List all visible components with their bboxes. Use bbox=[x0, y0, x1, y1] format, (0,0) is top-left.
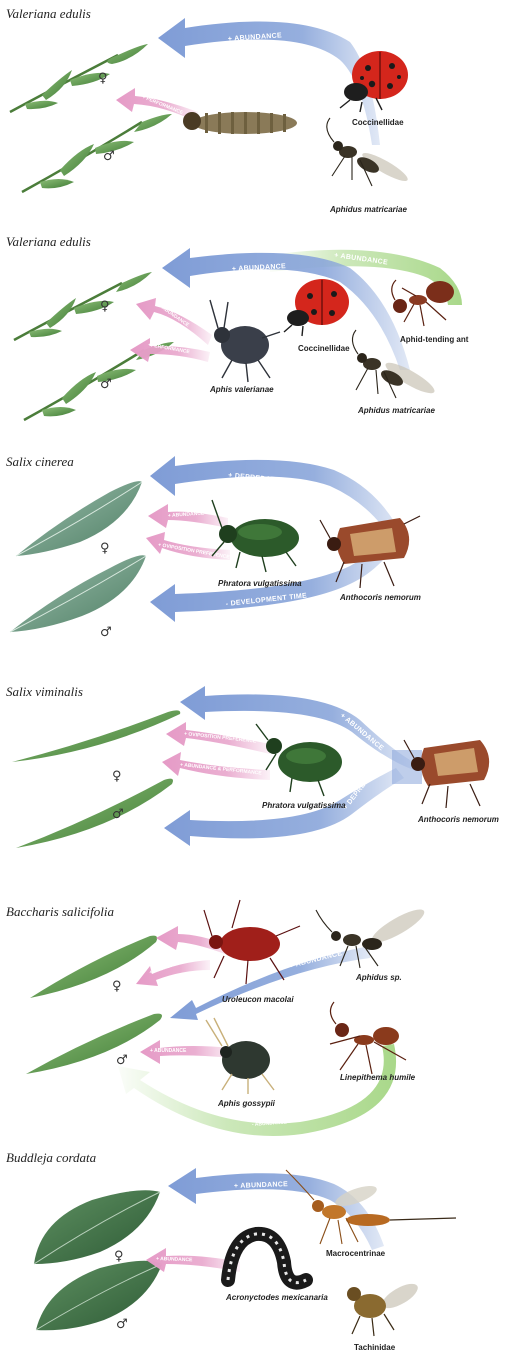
female-symbol: ♀ bbox=[100, 541, 110, 556]
organism-label: Macrocentrinae bbox=[326, 1249, 386, 1258]
male-plant bbox=[10, 555, 146, 632]
female-plant bbox=[12, 710, 180, 762]
organism-label: Coccinellidae bbox=[352, 118, 404, 127]
male-symbol: ♂ bbox=[103, 149, 115, 164]
arrow-label: + ABUNDANCE bbox=[150, 1048, 187, 1054]
panel-title: Salix cinerea bbox=[6, 454, 74, 469]
organism-label: Aphidus sp. bbox=[355, 973, 402, 982]
female-plant bbox=[34, 1190, 160, 1264]
panel-title: Valeriana edulis bbox=[6, 6, 91, 21]
panel-4: Salix viminalis ♀ ♂ + ABUNDANCE + DEPRED… bbox=[6, 684, 499, 848]
organism-label: Linepithema humile bbox=[340, 1073, 416, 1082]
panel-3: Salix cinerea ♀ ♂ + DEPREDATION - DEVELO… bbox=[6, 454, 421, 640]
arrow-label: + ABUNDANCE bbox=[339, 712, 385, 752]
panel-title: Baccharis salicifolia bbox=[6, 904, 114, 919]
aphid-icon bbox=[210, 300, 280, 382]
female-symbol: ♀ bbox=[98, 71, 108, 86]
wasp-icon bbox=[327, 118, 411, 186]
male-plant bbox=[22, 114, 172, 192]
arrow-label: + ABUNDANCE bbox=[157, 303, 191, 329]
female-plant bbox=[30, 936, 157, 998]
female-symbol: ♀ bbox=[114, 1249, 124, 1264]
beetle-icon bbox=[212, 500, 299, 572]
abundance-arrow-pink bbox=[136, 298, 212, 345]
male-plant bbox=[36, 1261, 162, 1330]
panel-5: Baccharis salicifolia ♀ ♂ + ABUNDANCE + … bbox=[6, 900, 428, 1136]
organism-label: Phratora vulgatissima bbox=[262, 801, 346, 810]
organism-label: Aphidus matricariae bbox=[329, 205, 407, 214]
organism-label: Phratora vulgatissima bbox=[218, 579, 302, 588]
ant-icon bbox=[392, 280, 454, 326]
panel-6: Buddleja cordata ♀ ♂ + ABUNDANCE + ABUND… bbox=[6, 1150, 456, 1352]
female-symbol: ♀ bbox=[112, 769, 122, 784]
arrow-label: + ABUNDANCE bbox=[232, 263, 287, 273]
male-symbol: ♂ bbox=[100, 625, 112, 640]
organism-label: Aphis gossypii bbox=[217, 1099, 276, 1108]
organism-label: Tachinidae bbox=[354, 1343, 396, 1352]
panel-1: Valeriana edulis ♀ ♂ + ABUNDANCE + PERFO… bbox=[6, 6, 411, 214]
ladybird-icon bbox=[284, 279, 349, 336]
caterpillar-icon bbox=[228, 1234, 306, 1283]
male-symbol: ♂ bbox=[112, 807, 124, 822]
organism-label: Aphidus matricariae bbox=[357, 406, 435, 415]
caterpillar-icon bbox=[183, 112, 297, 134]
male-symbol: ♂ bbox=[100, 377, 112, 392]
beetle-icon bbox=[256, 724, 342, 796]
female-symbol: ♀ bbox=[100, 299, 110, 314]
male-plant bbox=[16, 779, 173, 848]
female-plant bbox=[14, 272, 152, 340]
organism-label: Aphid-tending ant bbox=[400, 335, 469, 344]
organism-label: Coccinellidae bbox=[298, 344, 350, 353]
female-plant bbox=[16, 481, 142, 556]
panel-2: Valeriana edulis ♀ ♂ + ABUNDANCE + ABUND… bbox=[6, 234, 469, 420]
organism-label: Acronyctodes mexicanaria bbox=[225, 1293, 328, 1302]
female-symbol: ♀ bbox=[112, 979, 122, 994]
organism-label: Anthocoris nemorum bbox=[339, 593, 421, 602]
organism-label: Aphis valerianae bbox=[209, 385, 274, 394]
male-plant bbox=[26, 1014, 162, 1074]
panel-title: Buddleja cordata bbox=[6, 1150, 97, 1165]
male-symbol: ♂ bbox=[116, 1317, 128, 1332]
fly-icon bbox=[347, 1279, 421, 1336]
organism-label: Anthocoris nemorum bbox=[417, 815, 499, 824]
panel-title: Valeriana edulis bbox=[6, 234, 91, 249]
panel-title: Salix viminalis bbox=[6, 684, 83, 699]
organism-label: Uroleucon macolai bbox=[222, 995, 294, 1004]
male-symbol: ♂ bbox=[116, 1053, 128, 1068]
